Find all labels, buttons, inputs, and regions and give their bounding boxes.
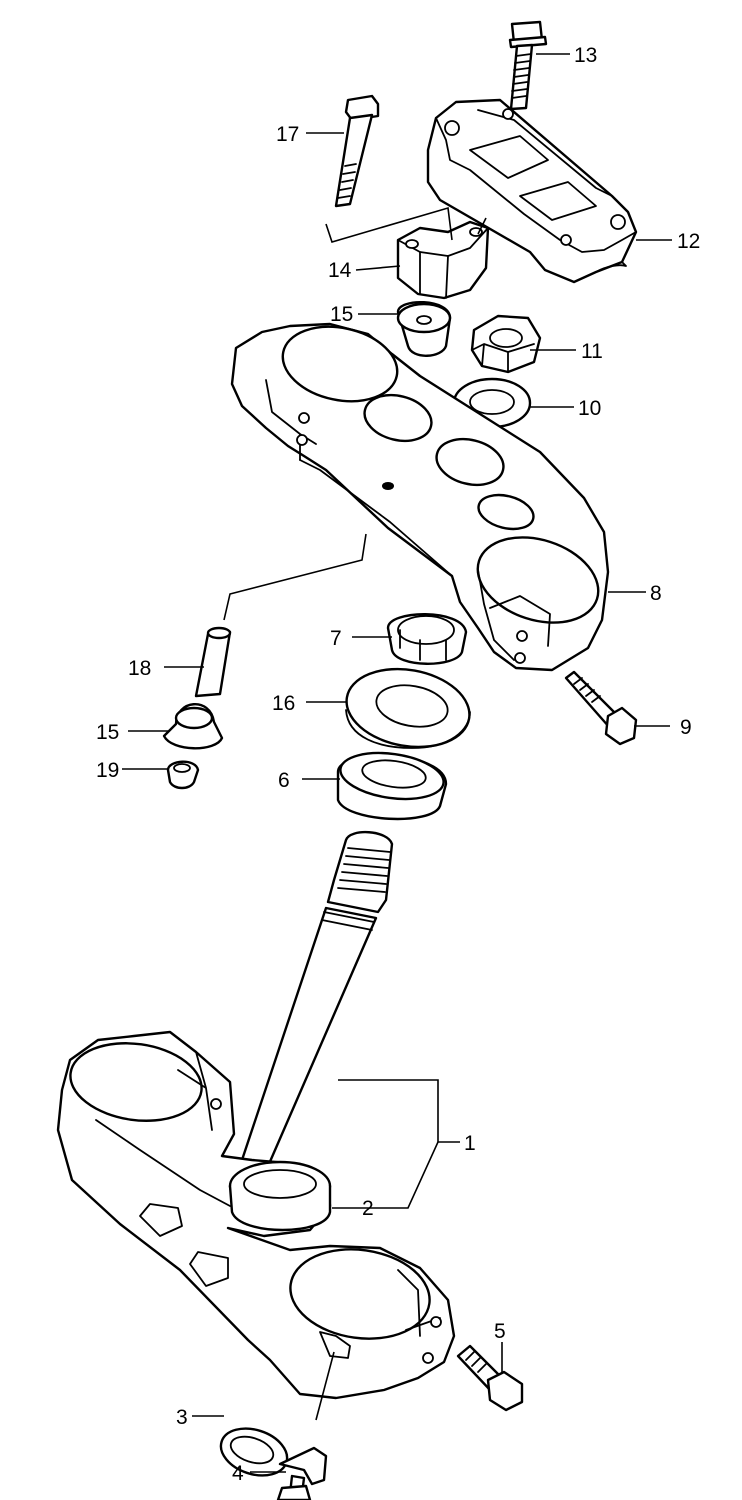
- callout-2: 2: [362, 1197, 374, 1220]
- leader-lines: [122, 53, 672, 1473]
- assembly-line-3: [315, 1351, 335, 1421]
- part-9-bolt: [564, 670, 638, 746]
- callout-3: 3: [176, 1406, 188, 1429]
- callout-11: 11: [581, 340, 603, 363]
- part-4-bolt: [276, 1474, 312, 1500]
- part-15-bushing-lower: [162, 703, 224, 750]
- part-13-bolt: [508, 20, 548, 111]
- part-15-bushing-upper: [396, 301, 452, 357]
- part-17-bolt: [334, 94, 380, 208]
- callout-7: 7: [330, 627, 342, 650]
- callout-10: 10: [578, 397, 601, 420]
- assembly-line-18: [223, 533, 367, 621]
- callout-16: 16: [272, 692, 295, 715]
- part-5-bolt: [456, 1344, 524, 1412]
- part-16-dust-seal: [345, 667, 471, 749]
- part-8-upper-triple-clamp: [230, 322, 610, 672]
- callout-15-upper: 15: [330, 303, 353, 326]
- callout-6: 6: [278, 769, 290, 792]
- callout-17: 17: [276, 123, 299, 146]
- part-6-bearing: [336, 751, 448, 821]
- part-3-cable-clamp: [219, 1427, 328, 1486]
- part-7-bearing-nut: [386, 613, 468, 665]
- callout-18: 18: [128, 657, 151, 680]
- callout-9: 9: [680, 716, 692, 739]
- part-18-collar: [194, 626, 232, 698]
- callout-12: 12: [677, 230, 700, 253]
- part-11-stem-nut: [470, 314, 542, 374]
- callout-4: 4: [232, 1462, 244, 1485]
- part-14-clamp-holder: [396, 220, 490, 300]
- callout-labels: 13 17 12 14 15 11 10 8 7 18 16 9 15 19 6…: [96, 44, 700, 1485]
- assembly-line-17: [325, 206, 453, 243]
- callout-8: 8: [650, 582, 662, 605]
- callout-13: 13: [574, 44, 597, 67]
- callout-1: 1: [464, 1132, 476, 1155]
- part-12-handlebar-clamp: [426, 98, 638, 284]
- callout-15-lower: 15: [96, 721, 119, 744]
- part-1-lower-triple-clamp-stem: [56, 830, 456, 1400]
- assembly-line-13: [477, 217, 487, 235]
- callout-19: 19: [96, 759, 119, 782]
- callout-5: 5: [494, 1320, 506, 1343]
- callout-14: 14: [328, 259, 352, 282]
- part-19-small-collar: [166, 760, 200, 790]
